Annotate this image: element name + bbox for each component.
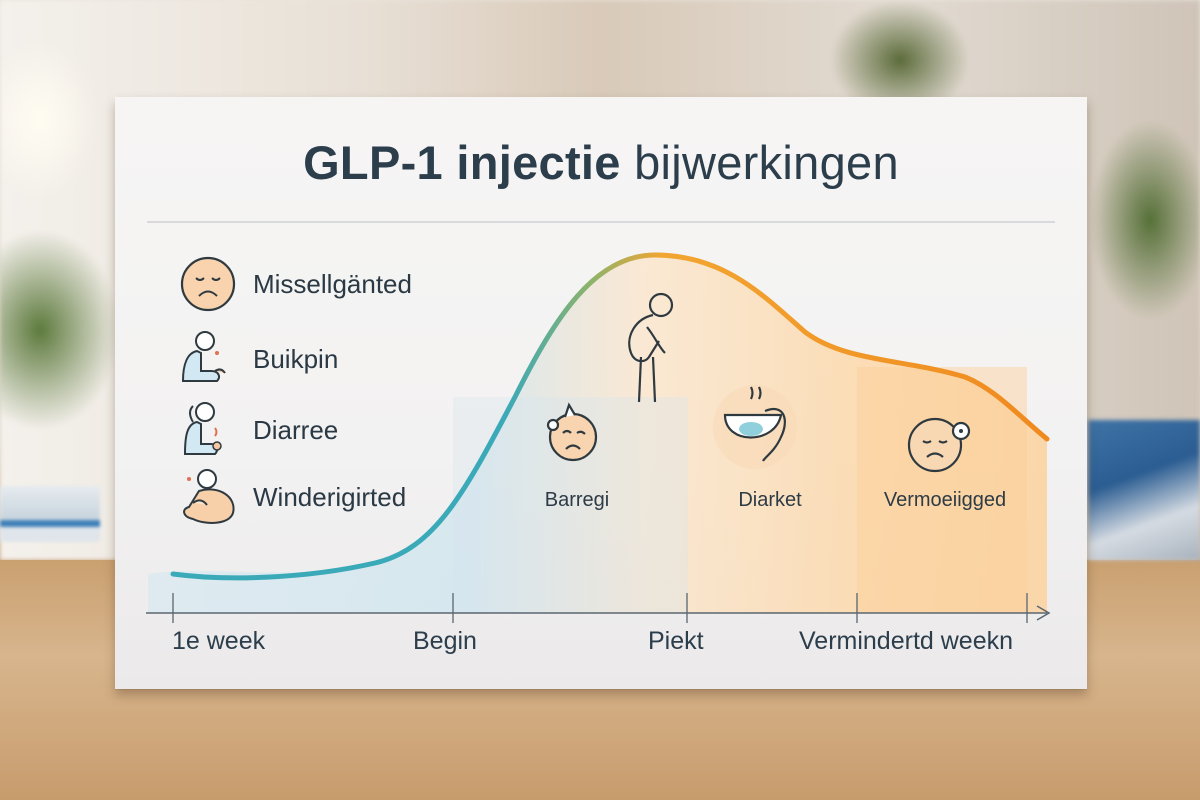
stage-label-vermoeiigged: Vermoeiigged — [883, 489, 1007, 511]
axis-label-begin: Begin — [413, 627, 477, 655]
chart-area — [146, 252, 1051, 623]
side-effect-curve — [170, 252, 1050, 581]
stage-label-barregi: Barregi — [544, 489, 610, 511]
stomach-ache-person-icon — [181, 331, 226, 382]
chart-title: GLP-1 injectie bijwerkingen — [115, 135, 1087, 190]
diarrhea-person-icon — [183, 402, 222, 455]
tired-face-icon — [907, 417, 971, 473]
toilet-icon — [713, 385, 797, 469]
doubled-over-person-icon — [628, 292, 674, 403]
legend-label: Winderigirted — [253, 481, 407, 512]
legend-label: Missellgänted — [253, 268, 412, 299]
vomiting-face-icon — [546, 402, 598, 462]
band-decrease — [857, 367, 1027, 613]
legend-item-stomach-pain: Buikpin — [175, 329, 338, 389]
x-axis-arrow — [1036, 605, 1051, 621]
legend-item-nausea: Missellgänted — [175, 254, 412, 314]
background-books — [0, 486, 100, 542]
bloating-person-icon — [183, 469, 235, 524]
title-bold: GLP-1 injectie — [303, 136, 621, 189]
nauseous-face-icon — [180, 256, 236, 312]
title-light: bijwerkingen — [634, 136, 899, 189]
axis-label-first-week: 1e week — [172, 627, 266, 655]
infographic-card: GLP-1 injectie bijwerkingen — [115, 97, 1087, 689]
background-laptop — [1088, 420, 1200, 560]
title-divider — [147, 221, 1055, 223]
axis-label-decreases: Vermindertd weekn — [799, 627, 1014, 655]
axis-label-peak: Piekt — [648, 627, 704, 655]
legend-label: Buikpin — [253, 343, 339, 374]
legend-item-diarrhea: Diarree — [175, 400, 338, 460]
stage-label-diarket: Diarket — [738, 489, 802, 511]
legend-item-bloating: Winderigirted — [175, 467, 406, 527]
legend-label: Diarree — [253, 414, 339, 445]
